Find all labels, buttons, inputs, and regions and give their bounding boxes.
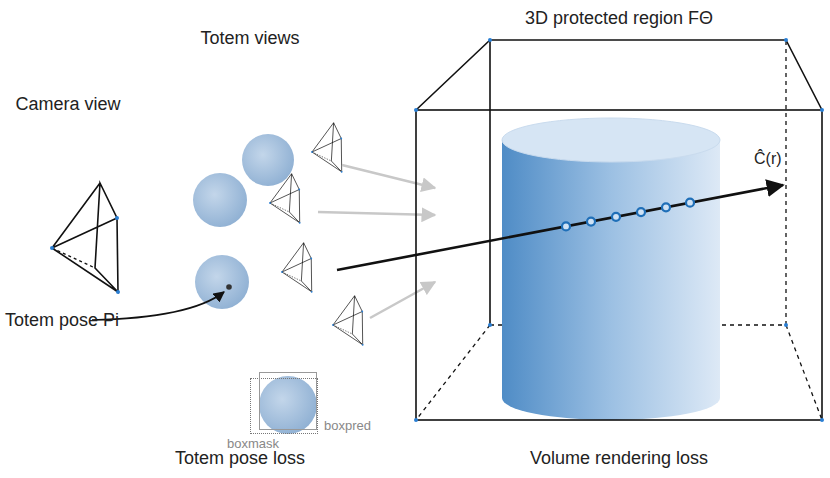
camera-ray: [337, 185, 783, 270]
ray-color-label: Ĉ(r): [754, 150, 782, 168]
annotation-label: Totem pose Pi: [5, 310, 119, 331]
section-label: Camera view: [15, 94, 120, 115]
protected-region: 3D protected region FΘ: [416, 8, 822, 420]
ray-samples: [562, 199, 694, 231]
totem-sphere: [259, 376, 317, 434]
cylinder: [502, 140, 720, 420]
node-label: boxpred: [324, 419, 371, 434]
mask-box: boxmask: [250, 378, 318, 434]
node-label: 3D protected region FΘ: [525, 8, 713, 29]
loss-label: Volume rendering loss: [530, 448, 708, 469]
camera-frustum: [50, 183, 120, 294]
region-cube: [416, 110, 822, 420]
view-arrow: [318, 212, 435, 215]
cylinder-top: [502, 118, 720, 162]
section-label: Totem views: [200, 28, 299, 49]
totem-camera: [311, 123, 343, 173]
pred-box: boxpred: [259, 372, 317, 430]
view-arrow: [370, 282, 435, 318]
totem-camera: [281, 243, 313, 293]
totem-pose-dot: [226, 284, 232, 290]
loss-label: Totem pose loss: [175, 448, 305, 469]
region-cube: [416, 40, 822, 110]
totem-sphere: [242, 134, 294, 186]
totem-camera: [332, 296, 364, 346]
totem-sphere: [193, 173, 247, 227]
view-arrow: [342, 165, 435, 188]
totem-camera: [269, 174, 301, 224]
totem-sphere: [195, 255, 249, 309]
